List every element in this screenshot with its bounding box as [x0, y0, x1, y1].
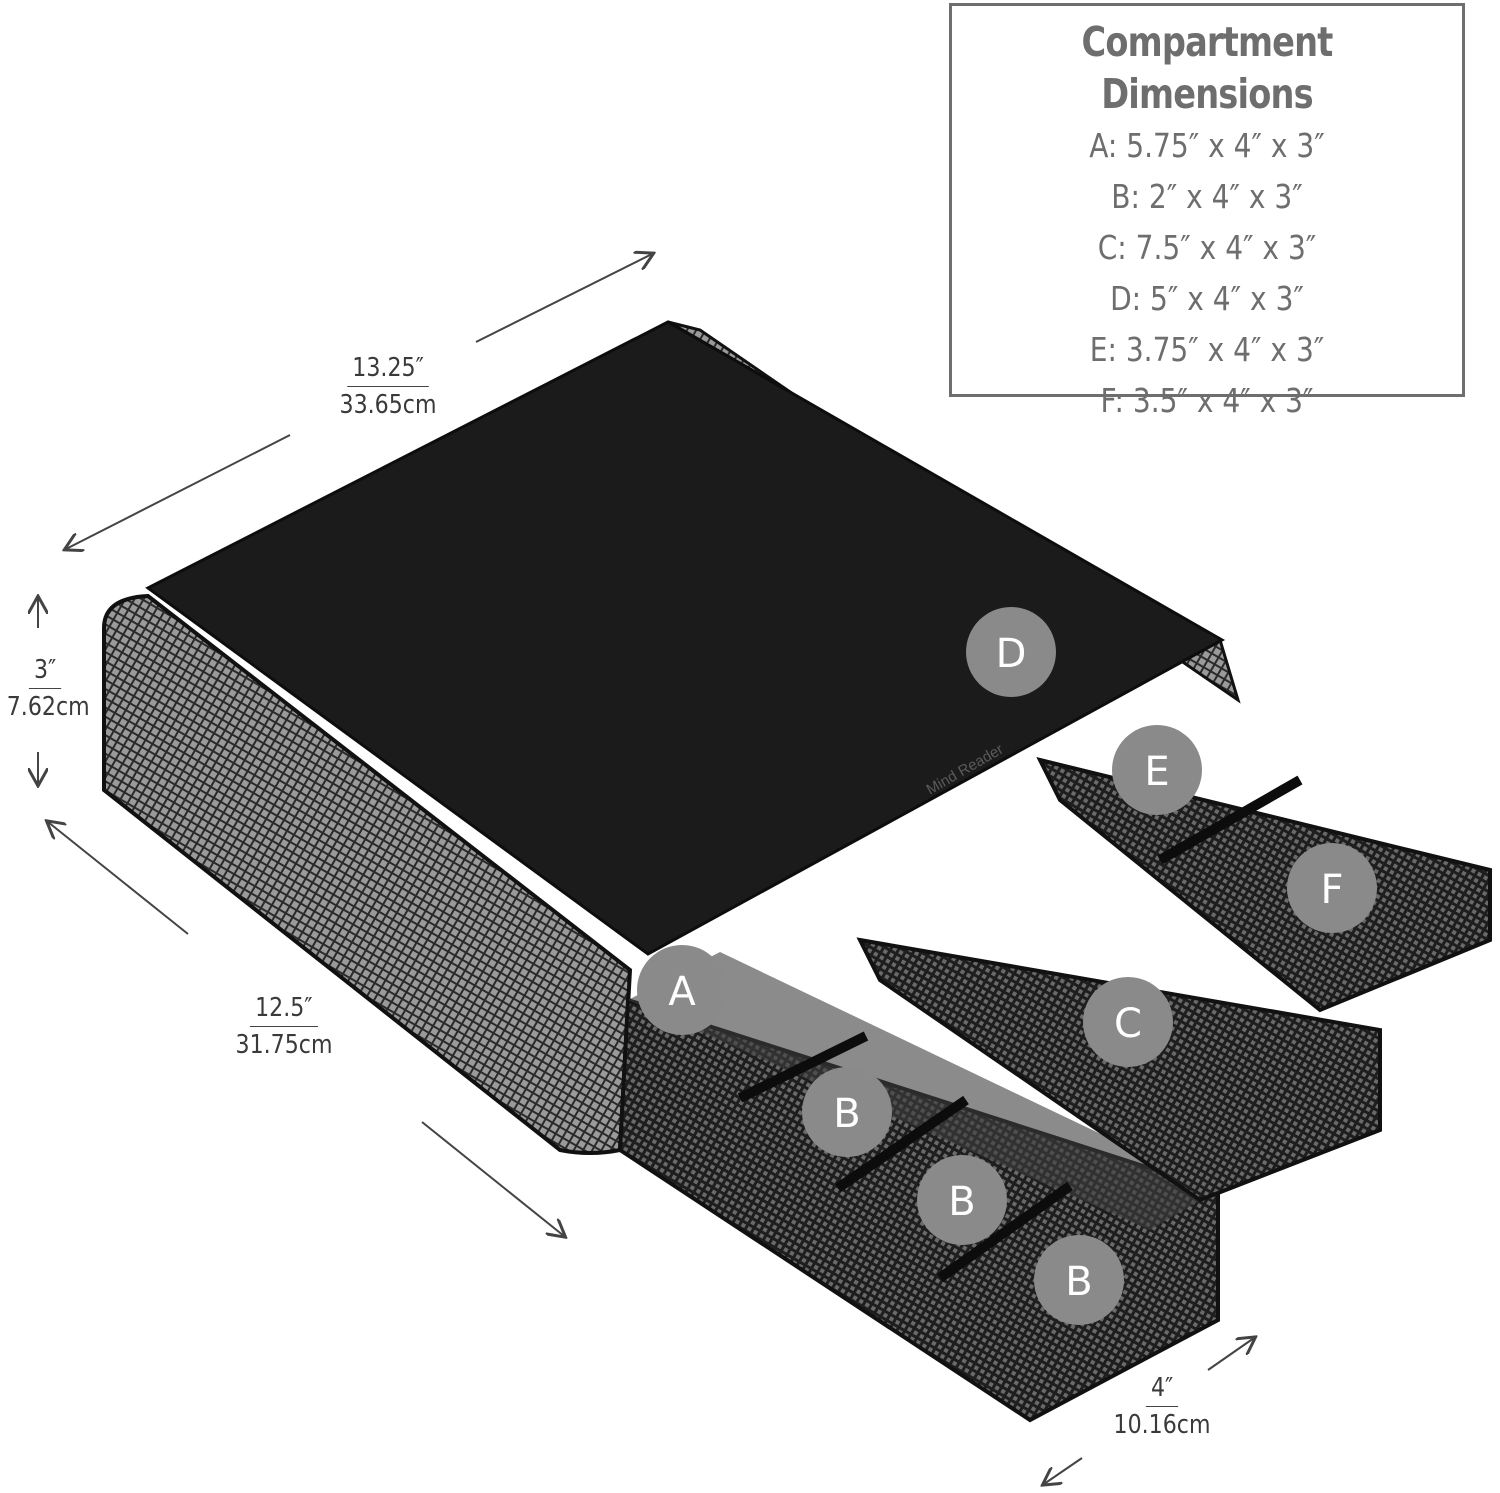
- depth-inches: 12.5″: [250, 990, 318, 1027]
- label-b1: B: [802, 1067, 892, 1157]
- compartment-labels: A B B B C D E: [637, 607, 1377, 1325]
- height-inches: 3″: [28, 652, 62, 689]
- top-panel: [145, 320, 1226, 956]
- label-c: C: [1083, 977, 1173, 1067]
- label-b3: B: [1034, 1235, 1124, 1325]
- dimensions-title: Compartment Dimensions: [1081, 18, 1333, 118]
- organizer-body: Mind Reader: [102, 320, 1492, 1423]
- label-d: D: [966, 607, 1056, 697]
- width-measurement: 13.25″ 33.65cm: [318, 350, 458, 423]
- drawer-arrow-right: [1207, 1338, 1254, 1371]
- dimension-row-e: E: 3.75″ x 4″ x 3″: [1089, 330, 1325, 369]
- label-b2: B: [917, 1155, 1007, 1245]
- depth-cm: 31.75cm: [235, 1030, 333, 1060]
- label-f-text: F: [1320, 867, 1343, 913]
- label-a: A: [637, 945, 727, 1035]
- label-b1-text: B: [833, 1091, 860, 1137]
- depth-measurement: 12.5″ 31.75cm: [214, 990, 354, 1063]
- dimension-row-c: C: 7.5″ x 4″ x 3″: [1097, 228, 1317, 267]
- compartment-dimensions-box: Compartment Dimensions A: 5.75″ x 4″ x 3…: [949, 3, 1465, 420]
- drawer-front-ef: [1036, 757, 1492, 1013]
- label-b3-text: B: [1065, 1259, 1092, 1305]
- drawer-front-c: [856, 937, 1382, 1203]
- width-arrow-right: [475, 254, 652, 343]
- width-inches: 13.25″: [347, 350, 429, 387]
- height-measurement: 3″ 7.62cm: [0, 652, 90, 725]
- label-b2-text: B: [948, 1179, 975, 1225]
- depth-arrow-up: [48, 822, 189, 935]
- label-f: F: [1287, 843, 1377, 933]
- drawer-cm: 10.16cm: [1113, 1410, 1211, 1440]
- dimension-arrows: [38, 254, 1254, 1484]
- width-cm: 33.65cm: [339, 390, 437, 420]
- label-e: E: [1112, 725, 1202, 815]
- width-arrow-left: [66, 434, 291, 549]
- label-a-text: A: [668, 969, 696, 1015]
- drawer-arrow-left: [1044, 1457, 1083, 1484]
- drawer-inches: 4″: [1145, 1370, 1179, 1407]
- height-cm: 7.62cm: [6, 692, 90, 722]
- depth-arrow-down: [421, 1121, 564, 1236]
- dimension-row-d: D: 5″ x 4″ x 3″: [1110, 279, 1304, 318]
- label-d-text: D: [996, 631, 1027, 677]
- dimension-row-b: B: 2″ x 4″ x 3″: [1111, 177, 1303, 216]
- label-c-text: C: [1114, 1001, 1142, 1047]
- dimension-row-a: A: 5.75″ x 4″ x 3″: [1089, 126, 1325, 165]
- drawer-dividers: [737, 775, 1303, 1283]
- label-e-text: E: [1144, 749, 1169, 795]
- drawer-measurement: 4″ 10.16cm: [1092, 1370, 1232, 1443]
- dimension-row-f: F: 3.5″ x 4″ x 3″: [1100, 381, 1314, 420]
